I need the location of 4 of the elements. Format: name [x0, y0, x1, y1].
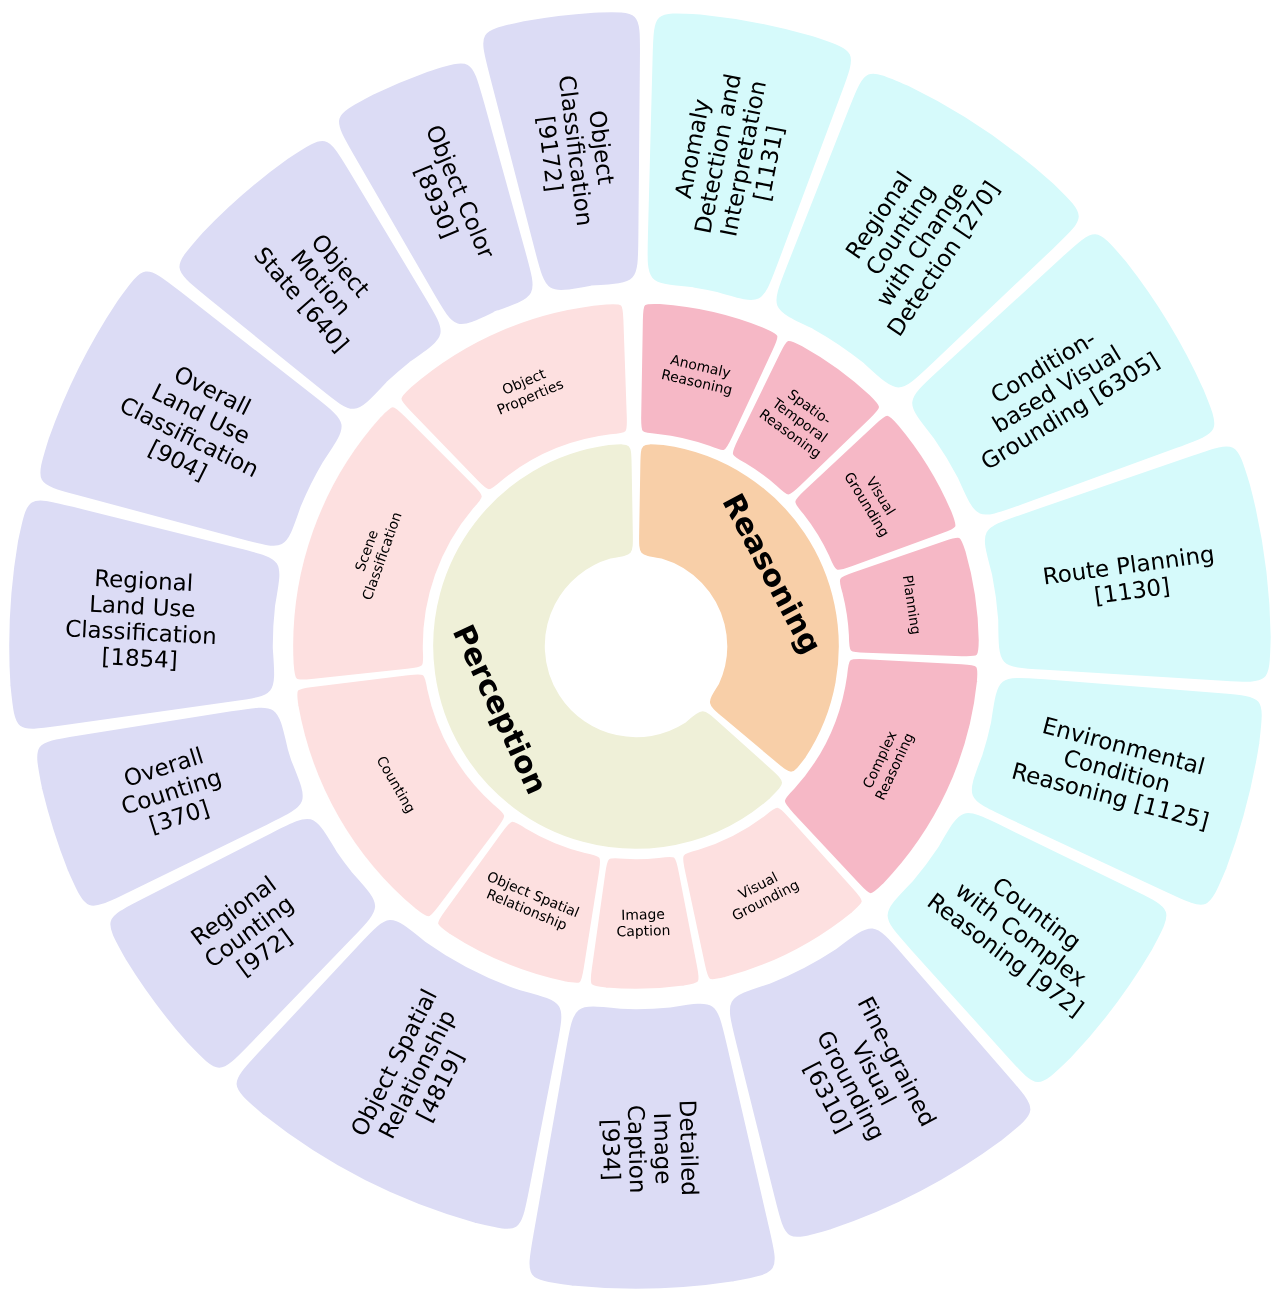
- node-label: Route Planning [1130]: [1043, 548, 1214, 607]
- node-label: Detailed Image Caption [934]: [599, 1101, 700, 1194]
- ring-segment: Detailed Image Caption [934]: [527, 1001, 778, 1292]
- ring-segment: Regional Land Use Classification [1854]: [6, 498, 282, 732]
